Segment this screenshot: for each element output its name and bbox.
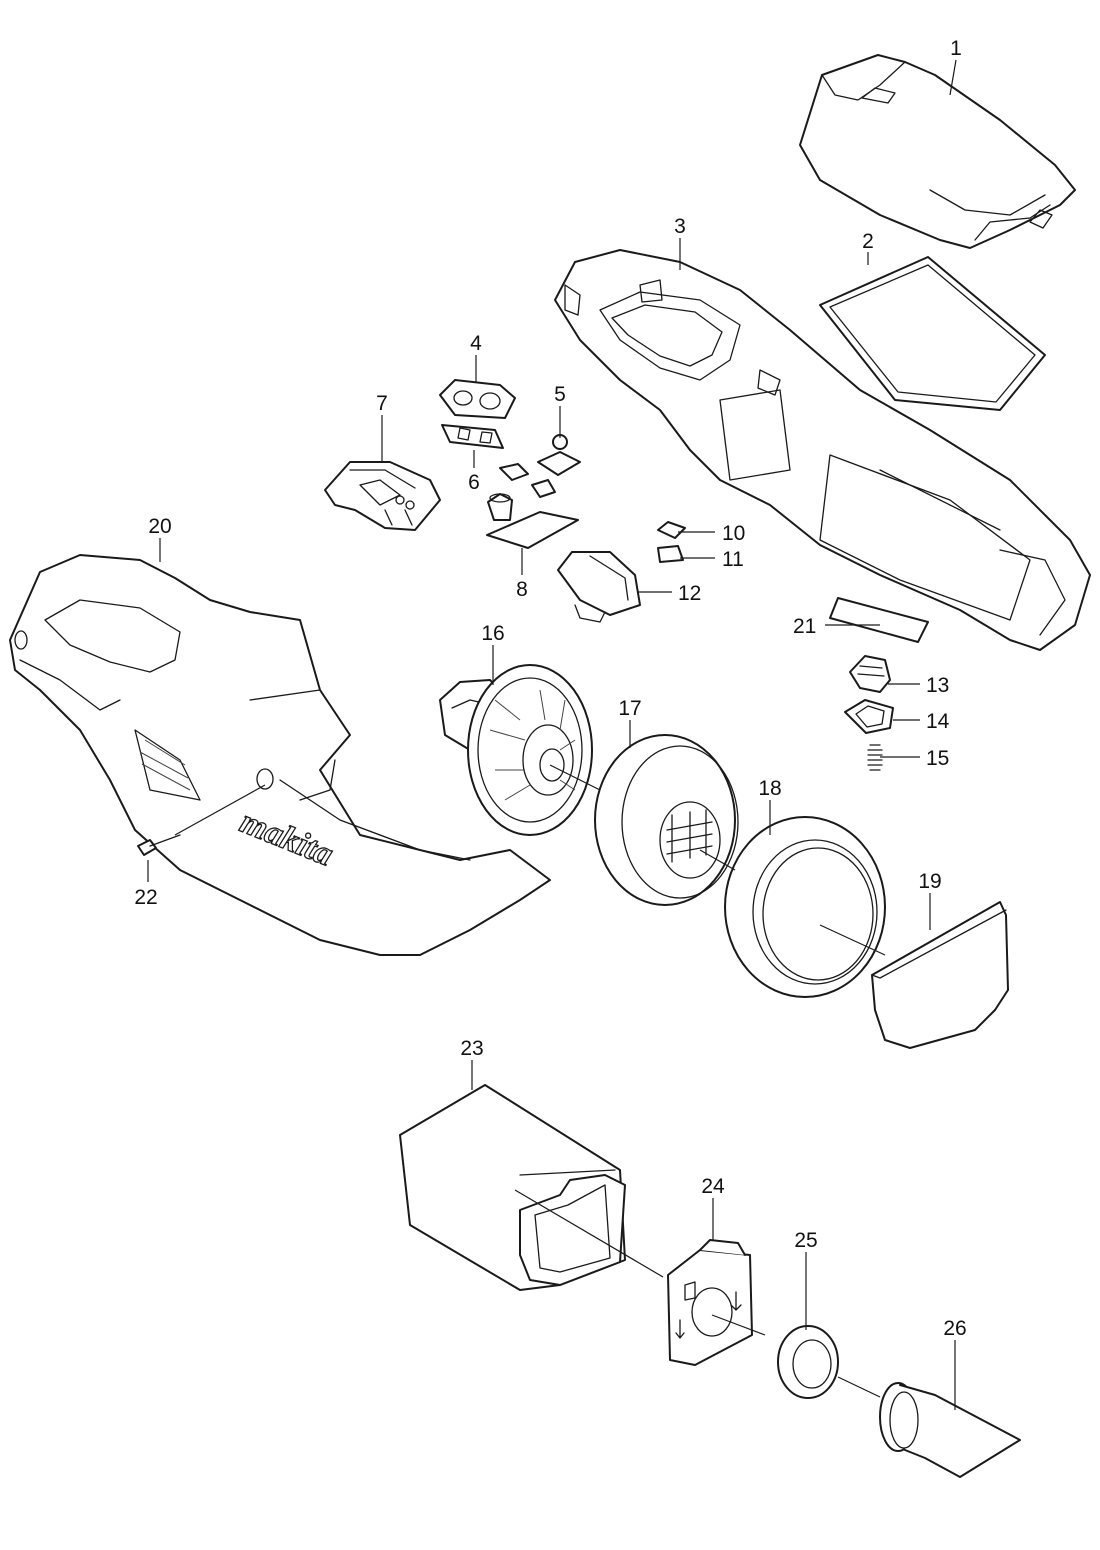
- callout-24: 24: [701, 1175, 725, 1198]
- part-11-block: [657, 545, 684, 563]
- callout-11: 11: [722, 548, 744, 571]
- callout-17: 17: [618, 697, 641, 720]
- callout-14: 14: [926, 710, 950, 733]
- callout-1: 1: [950, 37, 962, 60]
- part-14-frame: [844, 699, 894, 734]
- callout-21: 21: [793, 615, 816, 638]
- callout-7: 7: [376, 392, 388, 415]
- callout-19: 19: [918, 870, 941, 893]
- part-24-filter-frame: [667, 1239, 753, 1366]
- callout-26: 26: [943, 1317, 966, 1340]
- part-18-ring: [724, 816, 886, 998]
- callout-25: 25: [794, 1229, 817, 1252]
- part-10-clip: [657, 521, 686, 539]
- part-21-label: [829, 597, 929, 643]
- part-1-top-cover: [799, 54, 1076, 249]
- callout-13: 13: [926, 674, 949, 697]
- callout-5: 5: [554, 383, 566, 406]
- callout-2: 2: [862, 230, 874, 253]
- leader-lines: [147, 59, 957, 1410]
- callout-10: 10: [722, 522, 745, 545]
- callout-23: 23: [460, 1037, 483, 1060]
- part-12-latch: [557, 551, 641, 623]
- part-17-filter-housing: [594, 734, 739, 906]
- part-20-side-housing: makita: [9, 554, 551, 956]
- part-3-main-housing: [554, 249, 1091, 651]
- callout-18: 18: [758, 777, 781, 800]
- part-7-terminal: [324, 461, 441, 531]
- part-19-prefilter: [871, 901, 1009, 1049]
- callout-labels: 1 2 3 4 5 6 7 8 10 11 12 13 14 15 16 17 …: [134, 37, 966, 1340]
- part-5-cap: [537, 434, 581, 476]
- part-15-spring: [867, 744, 883, 771]
- part-4-switch-cover: [439, 379, 516, 419]
- callout-12: 12: [678, 582, 701, 605]
- part-16-motor-fan: [439, 664, 593, 836]
- part-2-gasket: [819, 256, 1046, 411]
- callout-20: 20: [148, 515, 171, 538]
- callout-8: 8: [516, 578, 528, 601]
- part-6-switch-plate: [441, 424, 556, 498]
- callout-3: 3: [674, 215, 686, 238]
- callout-4: 4: [470, 332, 482, 355]
- part-13-button: [849, 655, 891, 693]
- part-22-screw: [137, 834, 181, 856]
- callout-15: 15: [926, 747, 949, 770]
- callout-22: 22: [134, 886, 157, 909]
- part-25-seal-ring: [777, 1325, 839, 1399]
- part-8-pcb: [486, 493, 579, 549]
- callout-16: 16: [481, 622, 504, 645]
- part-23-dust-filter: [399, 1084, 626, 1291]
- callout-6: 6: [468, 471, 480, 494]
- part-26-nozzle: [879, 1382, 1021, 1478]
